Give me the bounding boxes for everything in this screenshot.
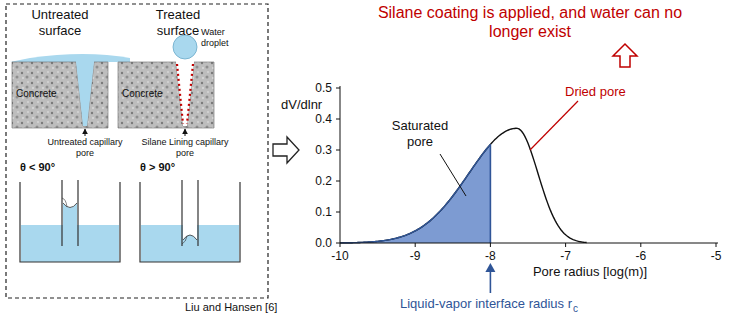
- illustration-part: [63, 203, 77, 208]
- tick-label: 0.4: [315, 112, 332, 126]
- illustration-part: [141, 225, 239, 262]
- illustration-part: [185, 129, 186, 136]
- angle-label: θ < 90°: [20, 161, 55, 174]
- illustration-part: [340, 86, 341, 243]
- axis-title: Pore radius [log(m)]: [533, 264, 647, 280]
- tick-label: -6: [635, 249, 646, 263]
- part-name: Untreated capillary pore: [45, 137, 125, 159]
- treated-concrete: [118, 35, 214, 136]
- untreated-concrete: [10, 54, 130, 136]
- illustration-part: [183, 225, 197, 246]
- leader-line: [440, 154, 466, 196]
- illustration-part: [336, 181, 340, 182]
- illustration-part: [77, 180, 78, 246]
- capillary-rise-beaker: [20, 180, 120, 262]
- tick-label: -9: [410, 249, 421, 263]
- illustration-part: [10, 54, 130, 62]
- tick-label: -10: [331, 249, 348, 263]
- leader-line: [530, 101, 578, 150]
- illustration-part: [336, 88, 340, 89]
- illustration-part: [197, 180, 198, 246]
- tick-label: -5: [711, 249, 722, 263]
- tick-label: 0.5: [315, 81, 332, 95]
- illustration-part: [490, 243, 491, 247]
- arrow-head: [485, 263, 495, 272]
- illustration-part: [340, 243, 341, 247]
- illustration-part: [140, 182, 240, 262]
- illustration-part: [336, 212, 340, 213]
- illustration-part: [176, 62, 194, 126]
- saturated-curve: [340, 144, 490, 242]
- illustration-part: [118, 62, 214, 128]
- axes: [336, 86, 718, 247]
- illustration-part: [20, 182, 120, 262]
- illustration-part: [183, 235, 197, 246]
- illustration-part: [63, 200, 77, 208]
- capillary-depression-beaker: [140, 180, 240, 262]
- tick-label: -8: [485, 249, 496, 263]
- callout-label: Dried pore: [565, 84, 626, 100]
- illustration-part: [183, 235, 197, 240]
- tick-label: 0.0: [315, 236, 332, 250]
- illustration-part: [336, 150, 340, 151]
- illustration-part: [76, 62, 94, 126]
- illustration-part: [85, 129, 86, 136]
- illustration-part: [340, 243, 718, 244]
- illustration-part: [565, 243, 566, 247]
- annotation: Silane coating is applied, and water can…: [360, 3, 700, 41]
- callout-label: Saturated pore: [388, 118, 452, 149]
- illustration-part: [640, 243, 641, 247]
- illustration-part: [62, 198, 67, 207]
- saturated-area: [340, 144, 490, 243]
- illustration-part: [181, 180, 182, 246]
- part-name: Concrete: [122, 88, 163, 100]
- illustration-part: [336, 119, 340, 120]
- citation: Liu and Hansen [6]: [185, 301, 277, 314]
- up-arrow: [613, 44, 637, 67]
- dashed-frame: [6, 4, 268, 298]
- illustration-part: [21, 225, 119, 262]
- illustration-part: [182, 236, 187, 244]
- illustration-part: [716, 243, 717, 247]
- axis-title: dV/dlnr: [281, 97, 322, 113]
- illustration-part: [187, 64, 193, 124]
- tick-label: -7: [560, 249, 571, 263]
- flow-arrow: [273, 137, 299, 163]
- illustration-part: [177, 64, 183, 124]
- tick-label: 0.1: [315, 205, 332, 219]
- part-name: Concrete: [16, 88, 57, 100]
- illustration-part: [415, 243, 416, 247]
- illustration-part: [336, 243, 340, 244]
- distribution-curve: [340, 128, 587, 243]
- angle-label: θ > 90°: [140, 161, 175, 174]
- illustration-part: [173, 35, 197, 59]
- subscript: c: [573, 303, 578, 315]
- panel-heading: Untreated surface: [21, 7, 99, 38]
- callout-label: Liquid-vapor interface radius r: [400, 296, 572, 312]
- interface-line: [490, 144, 492, 243]
- illustration-part: [12, 62, 108, 128]
- interface-arrow: [490, 270, 492, 293]
- part-name: Silane Lining capillary pore: [135, 137, 235, 159]
- tick-label: 0.2: [315, 174, 332, 188]
- part-name: Water droplet: [201, 27, 243, 49]
- tick-label: 0.3: [315, 143, 332, 157]
- illustration-part: [61, 180, 62, 246]
